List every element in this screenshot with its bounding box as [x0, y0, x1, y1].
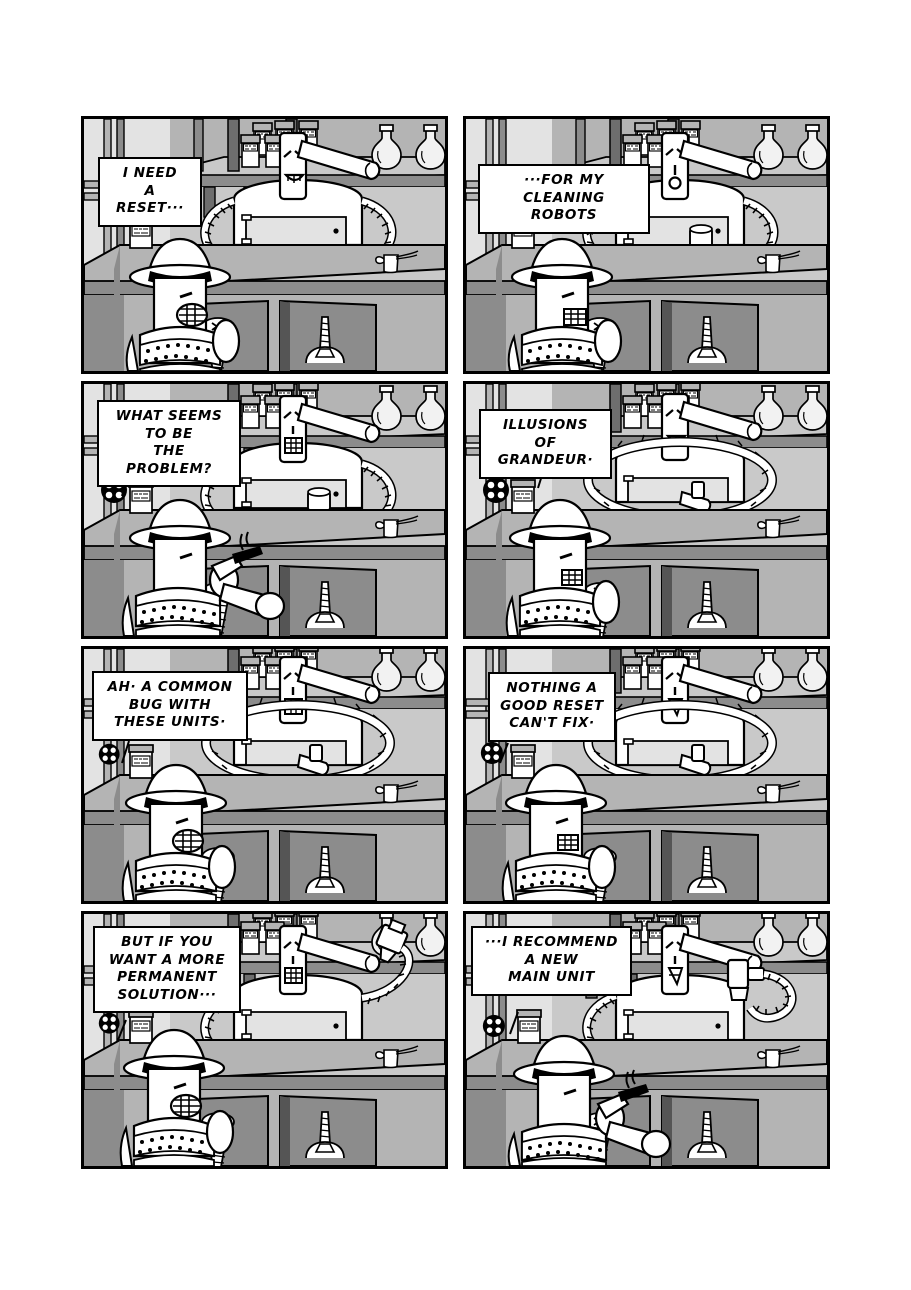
speech-bubble-6: NOTHING A GOOD RESET CAN'T FIX·: [488, 672, 616, 742]
speech-bubble-8: ···I RECOMMEND A NEW MAIN UNIT: [471, 926, 632, 996]
panel-5-scene: [84, 649, 445, 901]
comic-panel-3[interactable]: WHAT SEEMS TO BE THE PROBLEM?: [81, 381, 448, 639]
speech-bubble-2: ···FOR MY CLEANING ROBOTS: [478, 164, 650, 234]
panel-5-art: [84, 649, 445, 901]
panel-2-art: [466, 119, 827, 371]
speech-bubble-3: WHAT SEEMS TO BE THE PROBLEM?: [97, 400, 241, 487]
speech-bubble-7: BUT IF YOU WANT A MORE PERMANENT SOLUTIO…: [93, 926, 241, 1013]
speech-bubble-5: AH· A COMMON BUG WITH THESE UNITS·: [92, 671, 248, 741]
panel-3-art: [84, 384, 445, 636]
comic-panel-8[interactable]: ···I RECOMMEND A NEW MAIN UNIT: [463, 911, 830, 1169]
speech-bubble-1: I NEED A RESET···: [98, 157, 202, 227]
comic-panel-grid: I NEED A RESET···: [81, 116, 830, 1169]
panel-8-tail: [509, 1011, 519, 1035]
panel-5-tail: [121, 740, 130, 764]
comic-panel-7[interactable]: BUT IF YOU WANT A MORE PERMANENT SOLUTIO…: [81, 911, 448, 1169]
comic-panel-2[interactable]: ···FOR MY CLEANING ROBOTS: [463, 116, 830, 374]
comic-panel-4[interactable]: ILLUSIONS OF GRANDEUR·: [463, 381, 830, 639]
comic-panel-5[interactable]: AH· A COMMON BUG WITH THESE UNITS·: [81, 646, 448, 904]
panel-7-art: [84, 914, 445, 1166]
speech-bubble-4: ILLUSIONS OF GRANDEUR·: [479, 409, 612, 479]
panel-7-scene: [84, 914, 445, 1166]
comic-panel-6[interactable]: NOTHING A GOOD RESET CAN'T FIX·: [463, 646, 830, 904]
panel-2-scene: [466, 119, 827, 371]
panel-7-tail: [117, 1019, 127, 1041]
panel-6-tail: [499, 742, 509, 764]
panel-3-scene: [84, 384, 445, 636]
comic-panel-1[interactable]: I NEED A RESET···: [81, 116, 448, 374]
panel-2-tail: [577, 206, 589, 236]
